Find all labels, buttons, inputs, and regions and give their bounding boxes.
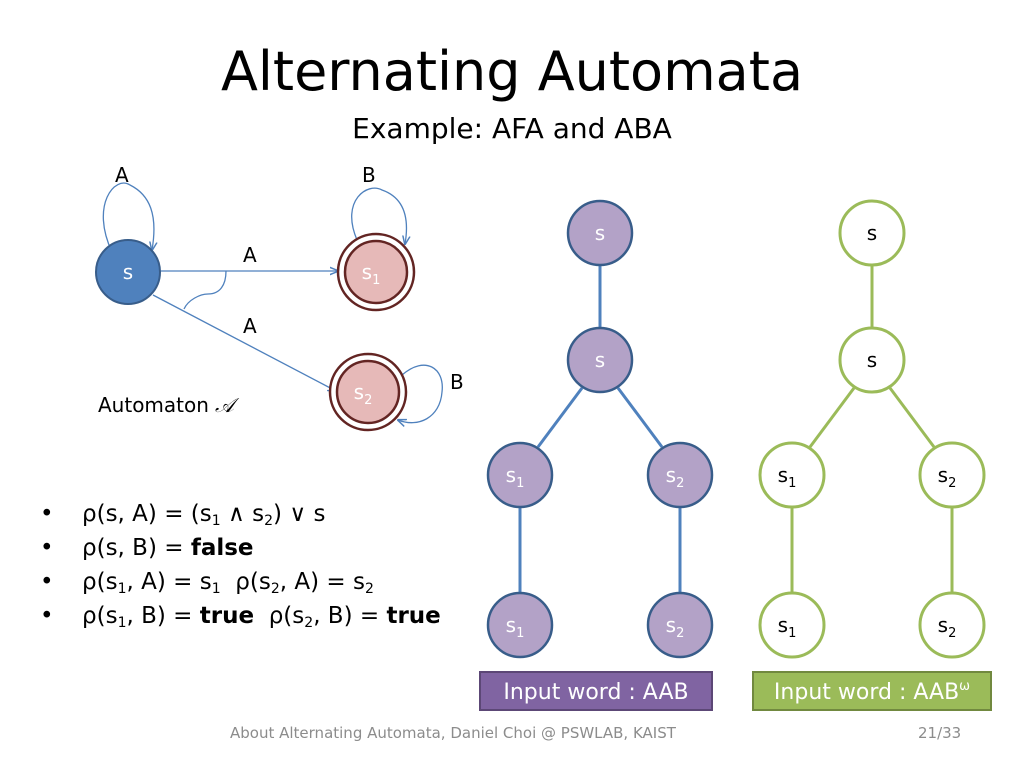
tree-edge [808, 387, 856, 448]
state-s [95, 239, 161, 305]
edge-label-s-to-s1: A [243, 243, 257, 267]
transition-rule: ρ(s, A) = (s1 ∧ s2) ∨ s [40, 497, 441, 531]
alternation-arc [183, 270, 227, 310]
edge-label-self-s1: B [362, 163, 376, 187]
tree-node-right-1-label: s2 [938, 463, 957, 491]
self-loop-s2 [398, 364, 443, 423]
tree-node-left-1-label: s1 [506, 463, 525, 491]
tree-node-right-1 [918, 441, 986, 509]
run-tree-aba: s s s1 s2 s1 s2 [758, 199, 986, 659]
tree-node-left-2 [486, 591, 554, 659]
edge-label-self-s2: B [450, 370, 464, 394]
tree-node-right-1 [646, 441, 714, 509]
input-word-afa-label: Input word : AAB [479, 671, 713, 711]
page-number: 21/33 [918, 724, 962, 742]
input-word-aba-label: Input word : AABω [752, 671, 992, 711]
tree-node-right-2-label: s2 [666, 613, 685, 641]
tree-node-root [566, 199, 634, 267]
state-s1-label: s1 [362, 260, 381, 288]
tree-node-left-2-label: s1 [778, 613, 797, 641]
tree-node-root-label: s [867, 221, 877, 245]
tree-node-right-1-label: s2 [666, 463, 685, 491]
edge-label-self-s: A [115, 163, 129, 187]
edge-label-s-to-s2: A [243, 314, 257, 338]
tree-node-left-1 [758, 441, 826, 509]
state-s-label: s [123, 260, 133, 284]
tree-node-mid-label: s [595, 348, 605, 372]
tree-node-root-label: s [595, 221, 605, 245]
state-s2-label: s2 [354, 380, 373, 408]
tree-node-right-2-label: s2 [938, 613, 957, 641]
run-tree-afa: s s s1 s2 s1 s2 [486, 199, 714, 659]
slide-subtitle: Example: AFA and ABA [352, 112, 672, 145]
transition-rule: ρ(s, B) = false [40, 531, 441, 565]
tree-node-mid [838, 326, 906, 394]
tree-node-left-1 [486, 441, 554, 509]
tree-node-mid [566, 326, 634, 394]
tree-node-left-1-label: s1 [778, 463, 797, 491]
tree-node-left-2-label: s1 [506, 613, 525, 641]
tree-node-root [838, 199, 906, 267]
tree-edge [888, 387, 936, 448]
tree-node-left-2 [758, 591, 826, 659]
tree-node-mid-label: s [867, 348, 877, 372]
transition-rule: ρ(s1, B) = true ρ(s2, B) = true [40, 599, 441, 633]
state-s2 [335, 359, 401, 425]
transition-rules-list: ρ(s, A) = (s1 ∧ s2) ∨ s ρ(s, B) = false … [40, 497, 441, 633]
slide-footer: About Alternating Automata, Daniel Choi … [230, 724, 676, 742]
edge-s-to-s2 [152, 294, 336, 391]
tree-node-right-2 [918, 591, 986, 659]
state-s1 [343, 239, 409, 305]
self-loop-s1 [351, 187, 407, 244]
slide-title: Alternating Automata [220, 40, 804, 103]
self-loop-s [102, 182, 154, 253]
tree-edge [616, 387, 664, 448]
tree-node-right-2 [646, 591, 714, 659]
transition-rule: ρ(s1, A) = s1 ρ(s2, A) = s2 [40, 565, 441, 599]
tree-edge [536, 387, 584, 448]
